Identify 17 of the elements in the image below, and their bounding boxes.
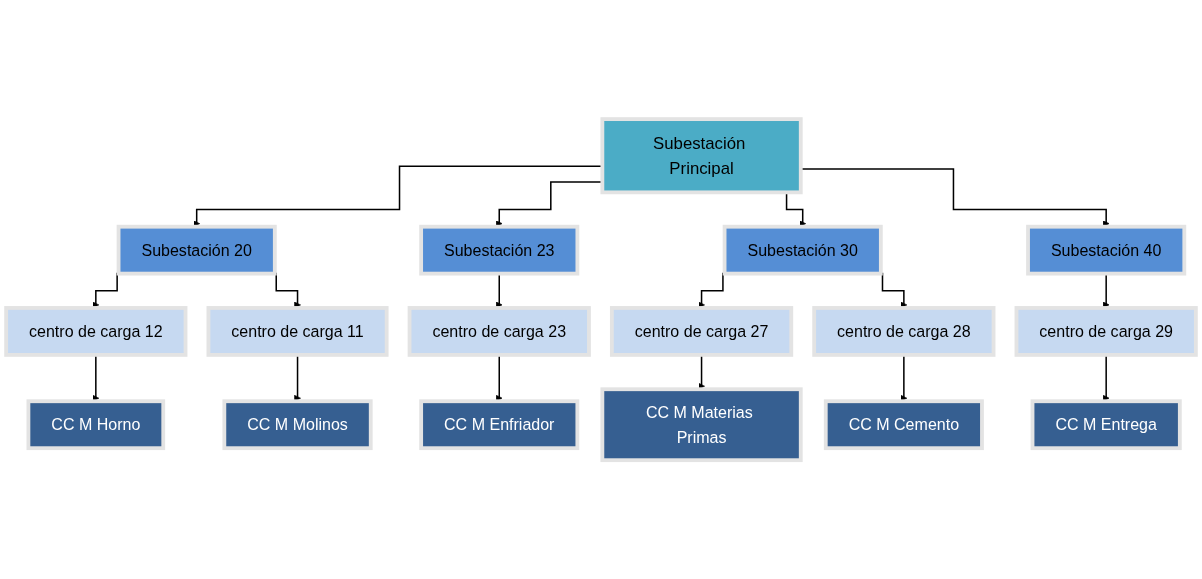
node-box: Subestación 23 <box>419 224 580 276</box>
node-box: CC M Horno <box>26 399 166 450</box>
node-box: CC M Molinos <box>222 399 373 450</box>
node-box: centro de carga 23 <box>407 305 591 357</box>
node-box: Subestación Principal <box>600 117 803 195</box>
node-box: centro de carga 28 <box>812 305 996 357</box>
node-box: CC M Cemento <box>823 399 984 450</box>
node-box: CC M Enfriador <box>419 399 580 450</box>
node-box: Subestación 30 <box>722 224 883 276</box>
node-box: centro de carga 11 <box>206 305 389 357</box>
node-box: CC M Materias Primas <box>600 387 803 462</box>
node-box: centro de carga 29 <box>1014 305 1198 357</box>
node-box: Subestación 20 <box>116 224 277 276</box>
node-box: Subestación 40 <box>1026 224 1187 276</box>
node-box: centro de carga 12 <box>4 305 188 357</box>
node-box: centro de carga 27 <box>609 305 794 357</box>
node-box: CC M Entrega <box>1030 399 1182 450</box>
